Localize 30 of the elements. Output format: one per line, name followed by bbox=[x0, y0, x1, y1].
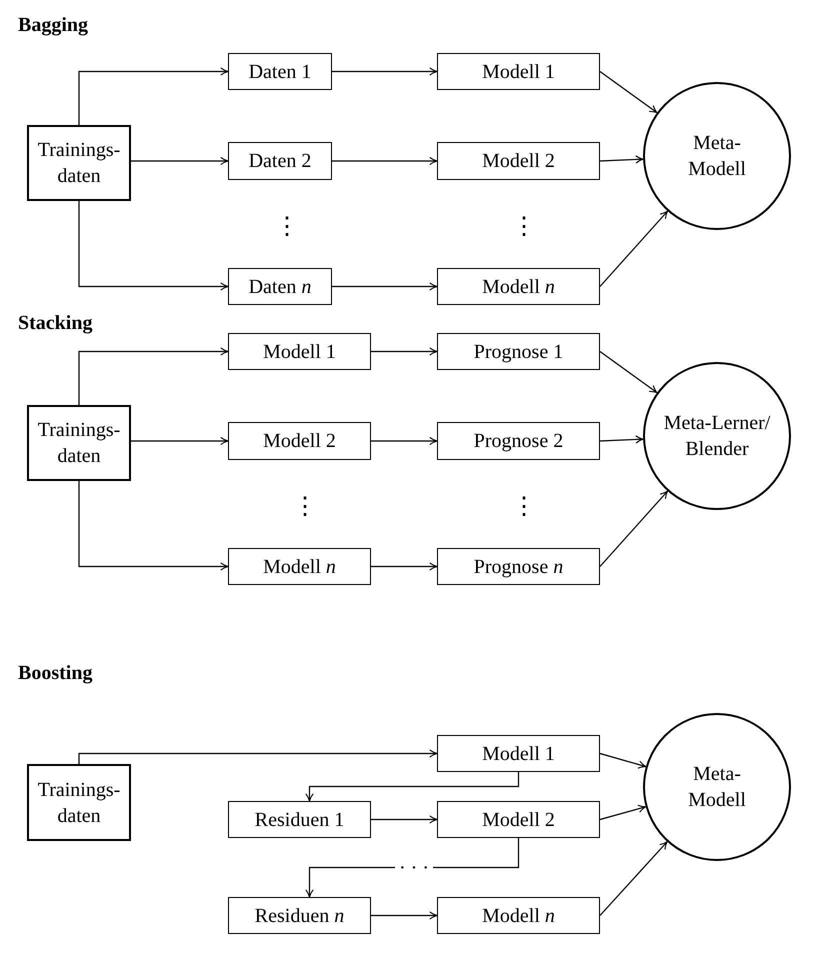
input-box: Trainings- daten bbox=[27, 125, 131, 201]
ellipsis-dots: ⋮ bbox=[512, 213, 536, 241]
process-box: Modell 2 bbox=[228, 422, 371, 460]
process-box: Modell n bbox=[228, 548, 371, 585]
process-box: Modell 1 bbox=[437, 735, 600, 772]
process-box: Residuen n bbox=[228, 897, 371, 934]
process-box: Residuen 1 bbox=[228, 801, 371, 838]
process-box: Modell 2 bbox=[437, 801, 600, 838]
section-heading: Boosting bbox=[18, 662, 92, 685]
process-box: Modell n bbox=[437, 897, 600, 934]
process-box: Modell n bbox=[437, 268, 600, 305]
meta-model-circle: Meta- Modell bbox=[643, 82, 791, 230]
process-box: Daten 2 bbox=[228, 142, 332, 180]
process-box: Daten n bbox=[228, 268, 332, 305]
process-box: Modell 2 bbox=[437, 142, 600, 180]
ellipsis-dots: ⋮ bbox=[293, 493, 317, 521]
process-box: Prognose n bbox=[437, 548, 600, 585]
ellipsis-dots: ⋮ bbox=[512, 493, 536, 521]
section-heading: Bagging bbox=[18, 14, 88, 37]
input-box: Trainings- daten bbox=[27, 405, 131, 481]
meta-model-circle: Meta-Lerner/ Blender bbox=[643, 362, 791, 510]
process-box: Modell 1 bbox=[228, 333, 371, 370]
meta-model-circle: Meta- Modell bbox=[643, 713, 791, 861]
section-heading: Stacking bbox=[18, 312, 92, 335]
process-box: Prognose 1 bbox=[437, 333, 600, 370]
ellipsis-dots: ⋮ bbox=[275, 213, 299, 241]
process-box: Prognose 2 bbox=[437, 422, 600, 460]
input-box: Trainings- daten bbox=[27, 764, 131, 841]
process-box: Daten 1 bbox=[228, 53, 332, 90]
process-box: Modell 1 bbox=[437, 53, 600, 90]
